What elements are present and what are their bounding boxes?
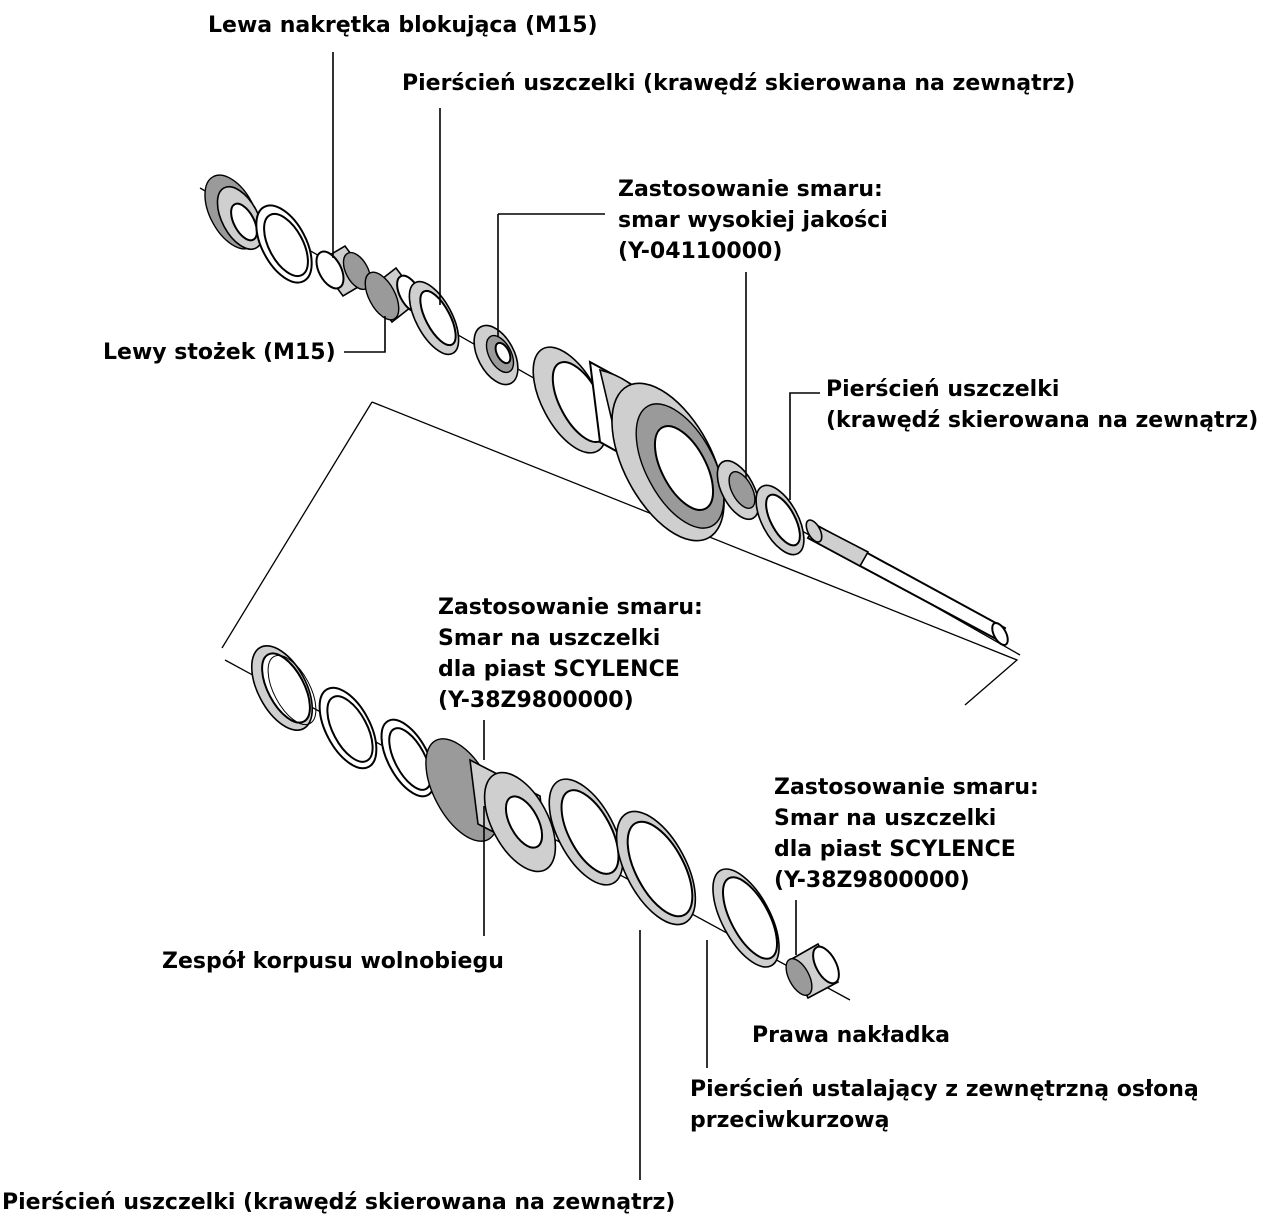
label-seal-ring-right-line1: Pierścień uszczelki [826, 377, 1060, 402]
label-seal-ring-right: Pierścień uszczelki (krawędź skierowana … [826, 374, 1258, 436]
label-grease-mid-line3: dla piast SCYLENCE [438, 657, 680, 682]
label-grease-right-line4: (Y-38Z9800000) [774, 868, 970, 893]
freehub-body-part [425, 738, 557, 873]
label-grease-mid: Zastosowanie smaru: Smar na uszczelki dl… [438, 592, 703, 716]
label-left-locknut: Lewa nakrętka blokująca (M15) [208, 13, 598, 38]
label-retaining-ring-line2: przeciwkurzową [690, 1108, 890, 1133]
label-retaining-ring-line1: Pierścień ustalający z zewnętrzną osłoną [690, 1077, 1199, 1102]
label-grease-right-line1: Zastosowanie smaru: [774, 775, 1039, 800]
frame-line-left [221, 401, 373, 649]
spring-ring-part [318, 686, 378, 770]
label-grease-top-line1: Zastosowanie smaru: [618, 177, 883, 202]
label-left-cone: Lewy stożek (M15) [103, 340, 336, 365]
lower-seal-ring-part [380, 718, 436, 798]
ratchet-ring-part [548, 778, 624, 886]
label-grease-mid-line4: (Y-38Z9800000) [438, 688, 634, 713]
right-bearing-part [716, 459, 760, 521]
label-freehub-body: Zespół korpusu wolnobiegu [162, 949, 504, 974]
left-bearing-part [473, 324, 519, 386]
seal-ring-upper-part [408, 280, 460, 356]
hub-shell-part [532, 346, 725, 542]
axle-part [805, 519, 1009, 646]
label-grease-right: Zastosowanie smaru: Smar na uszczelki dl… [774, 772, 1039, 896]
label-grease-top-line2: smar wysokiej jakości [618, 208, 888, 233]
frame-line-right [371, 401, 1019, 706]
seal-ring-right-part [755, 484, 805, 556]
label-grease-right-line3: dla piast SCYLENCE [774, 837, 1016, 862]
label-seal-ring-right-line2: (krawędź skierowana na zewnątrz) [826, 408, 1259, 433]
leader-left-cone [344, 316, 386, 353]
left-locknut-part [315, 244, 372, 298]
label-grease-top-line3: (Y-04110000) [618, 239, 783, 264]
coil-spring-part [250, 645, 317, 731]
retaining-ring-part [712, 868, 780, 968]
right-cap-part [785, 942, 840, 1000]
left-toothed-ring [204, 174, 264, 250]
leader-seal-ring-right [789, 392, 820, 500]
label-grease-right-line2: Smar na uszczelki [774, 806, 997, 831]
lower-seal-ring-big-part [615, 810, 697, 926]
label-grease-mid-line1: Zastosowanie smaru: [438, 595, 703, 620]
label-right-cap: Prawa nakładka [752, 1023, 951, 1048]
label-seal-ring-top: Pierścień uszczelki (krawędź skierowana … [402, 71, 1076, 96]
label-retaining-ring: Pierścień ustalający z zewnętrzną osłoną… [690, 1074, 1199, 1136]
label-grease-mid-line2: Smar na uszczelki [438, 626, 661, 651]
thin-washer [255, 204, 313, 284]
label-grease-top: Zastosowanie smaru: smar wysokiej jakośc… [618, 174, 888, 267]
label-seal-ring-bottom: Pierścień uszczelki (krawędź skierowana … [2, 1190, 676, 1215]
